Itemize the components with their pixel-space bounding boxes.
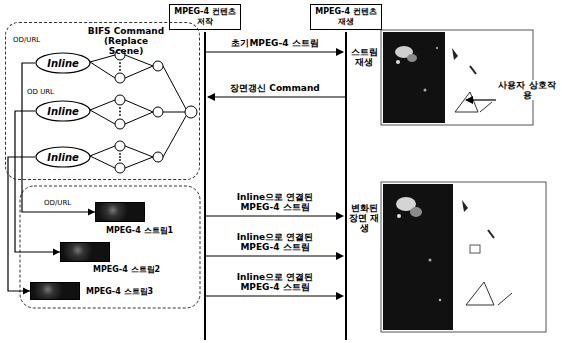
flow-label: 장면갱신 Command	[215, 83, 335, 93]
bifs-command-region: BIFS Command (Replace Scene)InlineInline…	[5, 22, 200, 180]
stream-thumbnail: MPEG-4 스트림3	[30, 282, 80, 300]
od-url-label: OD/URL	[13, 36, 40, 44]
stream-thumbnail: MPEG-4 스트림2	[60, 242, 110, 262]
region-title: BIFS Command (Replace Scene)	[86, 26, 166, 56]
inline-label: Inline	[47, 106, 79, 117]
inline-node: Inline	[35, 52, 91, 74]
inline-label: Inline	[47, 58, 79, 69]
flow-label: 사용자 상호작용	[497, 80, 557, 100]
message-arrow	[206, 255, 343, 256]
inline-node: Inline	[35, 100, 91, 122]
inline-oval-shape	[36, 101, 90, 121]
authoring-timeline	[204, 32, 206, 340]
stage-header-box: MPEG-4 컨텐츠 재생	[310, 4, 382, 30]
stream-thumbnail: MPEG-4 스트림1	[95, 202, 145, 222]
inline-oval-shape	[36, 53, 90, 73]
flow-label: Inline으로 연결된 MPEG-4 스트림	[227, 192, 323, 212]
stream-label: MPEG-4 스트림2	[93, 265, 160, 275]
playback-timeline	[345, 32, 347, 340]
flow-label: 초기MPEG-4 스트림	[215, 38, 335, 48]
od-url-label: OD/URL	[44, 199, 71, 207]
player-screenshot	[381, 182, 546, 332]
stream-group-region	[20, 186, 200, 308]
player-screenshot	[381, 30, 533, 125]
interaction-arrow	[466, 99, 496, 100]
flow-label: 스트림 재생	[348, 47, 380, 67]
od-url-link	[8, 157, 35, 295]
stage-header-box: MPEG-4 컨텐츠 저작	[169, 4, 241, 30]
stream-label: MPEG-4 스트림3	[86, 287, 153, 297]
flow-label: Inline으로 연결된 MPEG-4 스트림	[227, 232, 323, 252]
inline-node: Inline	[35, 146, 91, 168]
od-url-link	[22, 63, 95, 216]
message-arrow	[206, 295, 343, 296]
stage-header-text: MPEG-4 컨텐츠 재생	[314, 7, 378, 27]
od-url-link	[15, 111, 60, 256]
inline-oval-shape	[36, 147, 90, 167]
stream-label: MPEG-4 스트림1	[106, 226, 173, 236]
inline-label: Inline	[47, 152, 79, 163]
flow-label: Inline으로 연결된 MPEG-4 스트림	[227, 272, 323, 292]
message-arrow	[208, 96, 345, 97]
message-arrow	[206, 215, 343, 216]
stage-header-text: MPEG-4 컨텐츠 저작	[173, 7, 237, 27]
ellipsis-dots	[119, 62, 121, 161]
flow-label: 변화된 장면 재생	[348, 203, 380, 233]
message-arrow	[206, 51, 343, 52]
scene-tree	[90, 55, 186, 168]
od-url-label: OD URL	[27, 88, 54, 96]
tree-circle	[115, 50, 197, 173]
